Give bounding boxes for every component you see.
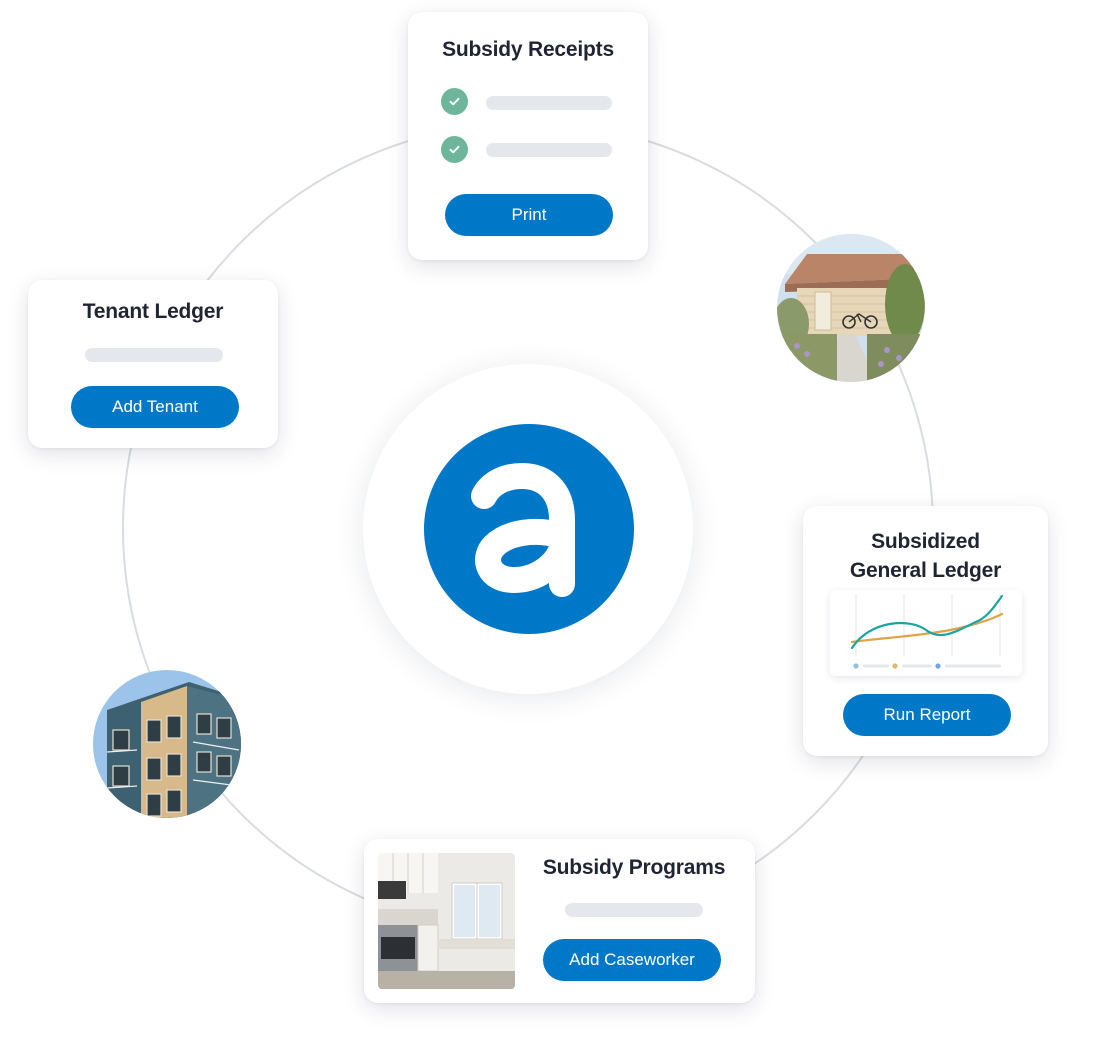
house-photo bbox=[777, 234, 925, 382]
add-tenant-button[interactable]: Add Tenant bbox=[71, 386, 239, 428]
apartment-building-photo bbox=[93, 670, 241, 818]
appfolio-a-logo-icon bbox=[424, 424, 634, 634]
check-icon bbox=[441, 136, 468, 163]
receipt-line-placeholder bbox=[486, 143, 612, 157]
receipt-line-placeholder bbox=[486, 96, 612, 110]
tenant-ledger-card: Tenant Ledger Add Tenant bbox=[28, 280, 278, 448]
trend-chart-illustration bbox=[830, 590, 1022, 676]
check-icon bbox=[441, 88, 468, 115]
run-report-button[interactable]: Run Report bbox=[843, 694, 1011, 736]
tenant-line-placeholder bbox=[85, 348, 223, 362]
subsidy-receipts-title: Subsidy Receipts bbox=[442, 38, 614, 61]
logo-halo bbox=[363, 364, 693, 694]
general-ledger-title-line1: Subsidized bbox=[871, 530, 980, 553]
subsidy-receipts-card: Subsidy Receipts Print bbox=[408, 12, 648, 260]
programs-line-placeholder bbox=[565, 903, 703, 917]
kitchen-photo bbox=[378, 853, 515, 989]
print-button[interactable]: Print bbox=[445, 194, 613, 236]
tenant-ledger-title: Tenant Ledger bbox=[82, 300, 224, 323]
general-ledger-title-line2: General Ledger bbox=[849, 559, 1002, 582]
subsidy-programs-card: Subsidy Programs Add Caseworker bbox=[364, 839, 755, 1003]
add-caseworker-button[interactable]: Add Caseworker bbox=[543, 939, 721, 981]
general-ledger-card: Subsidized General Ledger Run Report bbox=[803, 506, 1048, 756]
subsidy-programs-title: Subsidy Programs bbox=[542, 856, 726, 879]
general-ledger-title: Subsidized General Ledger bbox=[803, 527, 1048, 585]
